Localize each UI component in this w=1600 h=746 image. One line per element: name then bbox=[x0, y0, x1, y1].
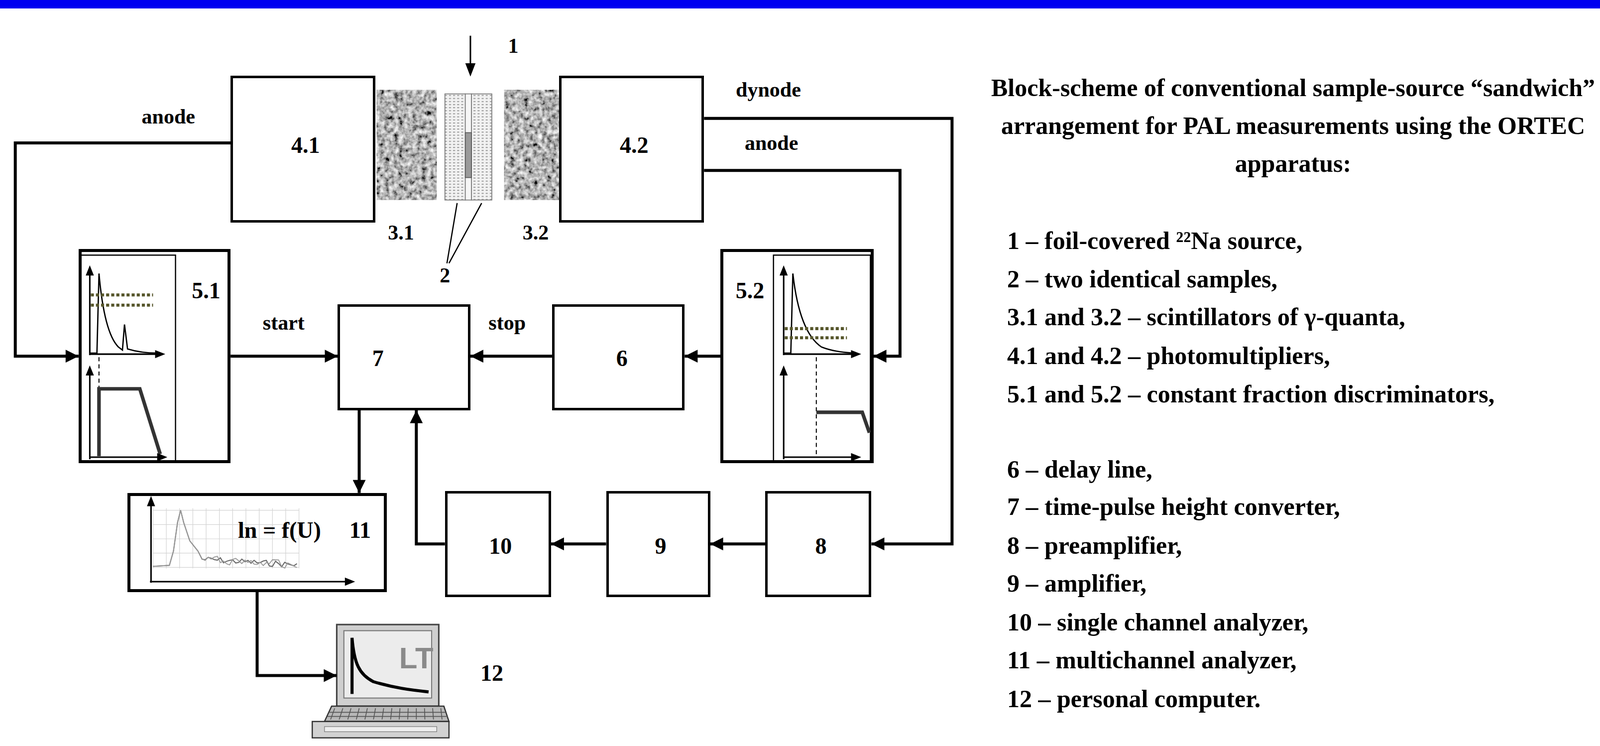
callout-number: 3.2 bbox=[520, 221, 552, 244]
signal-label: stop bbox=[486, 310, 528, 334]
leader-line bbox=[447, 203, 458, 264]
block-number: 5.1 bbox=[191, 278, 221, 304]
block-box: 5.2 bbox=[720, 248, 874, 463]
signal-connector bbox=[257, 591, 338, 676]
block-box: 7 bbox=[337, 304, 470, 411]
block-box: ln = f(U) 11 bbox=[127, 492, 387, 592]
arrow-head bbox=[465, 63, 476, 77]
computer-illustration bbox=[312, 624, 450, 738]
cfd-plots bbox=[79, 254, 176, 461]
block-number: 12 bbox=[480, 660, 504, 686]
foil bbox=[465, 94, 472, 201]
scintillator bbox=[504, 89, 560, 200]
block-box: 5.1 bbox=[78, 248, 231, 463]
leader-line bbox=[449, 203, 482, 264]
computer-node: LT12 bbox=[336, 624, 439, 706]
signal-connector bbox=[551, 542, 607, 546]
block-box: 6 bbox=[552, 304, 685, 411]
signal-connector bbox=[703, 118, 952, 544]
block-box: 4.2 bbox=[559, 75, 704, 223]
block-number: 4.1 bbox=[291, 132, 321, 159]
block-number: 5.2 bbox=[735, 278, 765, 304]
callout-number: 1 bbox=[506, 34, 521, 58]
top-bar bbox=[0, 0, 1600, 9]
signal-label: dynode bbox=[733, 78, 803, 102]
axis-arrows bbox=[85, 265, 168, 461]
callout-number: 2 bbox=[437, 263, 453, 287]
callout-number: 3.1 bbox=[385, 221, 417, 244]
legend-item: 4.1 and 4.2 – photomultipliers, bbox=[1007, 337, 1331, 375]
signal-label: anode bbox=[742, 131, 800, 155]
legend-item: 6 – delay line, bbox=[1007, 450, 1153, 488]
legend-item: 9 – amplifier, bbox=[1007, 564, 1147, 602]
cfd-plots bbox=[773, 254, 871, 461]
spectrum-plot bbox=[149, 503, 347, 583]
signal-connector bbox=[710, 542, 766, 546]
legend-item: 3.1 and 3.2 – scintillators of γ-quanta, bbox=[1007, 298, 1406, 336]
legend-item: 11 – multichannel analyzer, bbox=[1007, 641, 1297, 679]
block-number: 8 bbox=[814, 533, 827, 560]
legend-item: 1 – foil-covered ²²Na source, bbox=[1007, 222, 1303, 260]
legend-item: 10 – single channel analyzer, bbox=[1007, 603, 1309, 641]
screen-text: LT bbox=[399, 641, 434, 675]
signal-connector bbox=[416, 410, 445, 544]
source-arrow bbox=[469, 35, 471, 66]
axis-arrows bbox=[779, 265, 862, 461]
signal-connector bbox=[470, 354, 553, 358]
signal-label: start bbox=[260, 310, 307, 334]
signal-connector bbox=[230, 354, 338, 358]
legend-item: 5.1 and 5.2 – constant fraction discrimi… bbox=[1188, 374, 1508, 413]
signal-connector bbox=[684, 354, 721, 358]
block-number: 10 bbox=[488, 533, 512, 560]
block-number: 9 bbox=[655, 533, 667, 560]
scintillator bbox=[376, 89, 437, 200]
legend-item: 7 – time-pulse height converter, bbox=[1007, 487, 1341, 526]
signal-connector bbox=[357, 410, 361, 493]
formula-text: ln = f(U) bbox=[237, 517, 322, 544]
legend-item: 12 – personal computer. bbox=[1007, 680, 1261, 718]
source bbox=[465, 132, 472, 178]
sample bbox=[471, 94, 492, 201]
title-text: Block-scheme of conventional sample-sour… bbox=[990, 68, 1596, 183]
block-number: 7 bbox=[372, 345, 384, 372]
block-box: 8 bbox=[765, 490, 872, 597]
signal-label: anode bbox=[139, 105, 198, 128]
legend-item: 2 – two identical samples, bbox=[1007, 260, 1278, 298]
block-box: 4.1 bbox=[230, 75, 376, 223]
block-box: 9 bbox=[606, 490, 711, 597]
block-number: 11 bbox=[349, 517, 371, 544]
legend-item: 8 – preamplifier, bbox=[1007, 526, 1182, 565]
block-box: 10 bbox=[445, 490, 552, 597]
block-number: 6 bbox=[616, 345, 628, 372]
sample bbox=[445, 94, 466, 201]
block-number: 4.2 bbox=[619, 132, 649, 159]
axis-arrows bbox=[146, 495, 355, 586]
